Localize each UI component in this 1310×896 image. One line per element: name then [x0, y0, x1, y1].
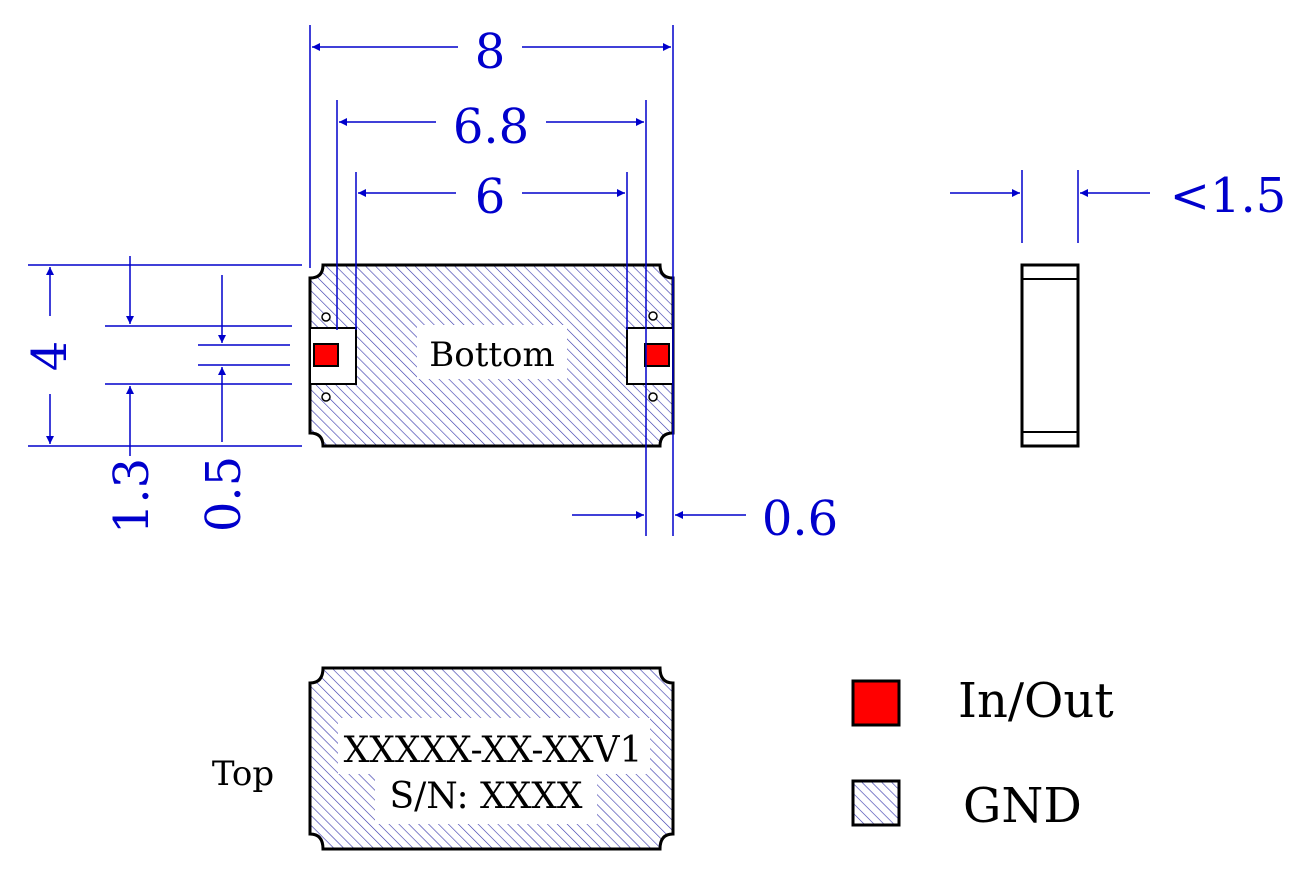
left-in-out-pad [313, 343, 339, 367]
top-marking-line2: S/N: XXXX [389, 776, 582, 817]
dim-length: 8 [475, 24, 506, 80]
legend: In/Out GND [851, 673, 1114, 834]
dimensions [28, 25, 1150, 536]
top-view: XXXXX-XX-XXV1 S/N: XXXX Top [212, 666, 675, 851]
legend-gnd-label: GND [963, 778, 1082, 834]
dim-pad-outer: 6.8 [453, 99, 529, 155]
dim-pad-gap: 0.5 [196, 456, 252, 532]
top-label: Top [212, 754, 274, 794]
legend-gnd-swatch [851, 779, 901, 827]
bottom-label: Bottom [429, 335, 555, 375]
dim-width: 4 [22, 341, 78, 372]
dim-pad-width: 1.3 [104, 458, 160, 534]
side-view [1020, 263, 1080, 448]
via-hole [648, 311, 658, 321]
side-body [1020, 263, 1080, 448]
via-hole [321, 312, 331, 322]
right-in-out-pad [644, 343, 670, 367]
bottom-view: Bottom [308, 263, 675, 448]
via-hole [321, 392, 331, 402]
top-marking-line1: XXXXX-XX-XXV1 [344, 730, 643, 771]
dim-pad-len: 0.6 [762, 491, 838, 547]
dim-pad-inner: 6 [475, 169, 506, 225]
dim-height: <1.5 [1170, 168, 1287, 224]
dimension-labels: 8 6.8 6 <1.5 4 1.3 0.5 0.6 [22, 24, 1286, 547]
via-hole [648, 392, 658, 402]
legend-in-out-label: In/Out [958, 673, 1114, 729]
legend-in-out-swatch [851, 679, 901, 727]
